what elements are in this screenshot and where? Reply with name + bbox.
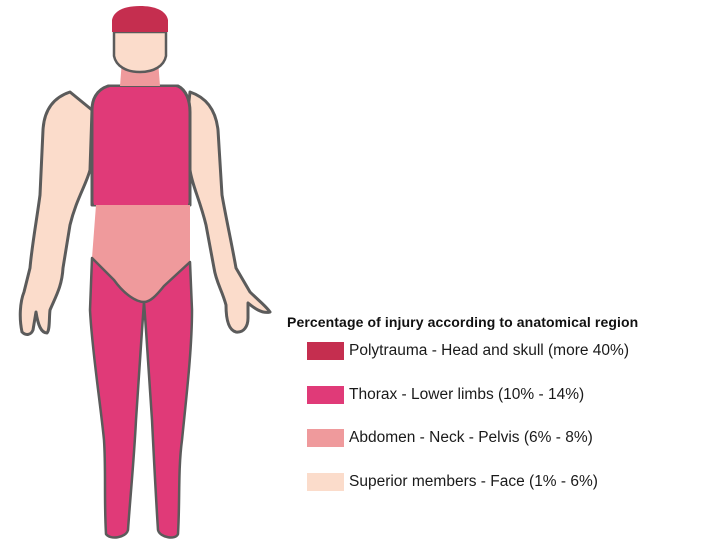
right-arm-region [188,92,270,332]
legend-item-polytrauma: Polytrauma - Head and skull (more 40%) [307,341,712,361]
legend-label: Abdomen - Neck - Pelvis (6% - 8%) [349,429,593,447]
thorax-region [94,87,188,205]
left-leg-region [90,258,144,537]
legend-label: Superior members - Face (1% - 6%) [349,473,598,491]
head-skull-region [112,6,168,32]
legend-swatch [307,342,344,360]
body-figure [0,0,300,544]
legend-items: Polytrauma - Head and skull (more 40%) T… [287,341,712,492]
legend-label: Polytrauma - Head and skull (more 40%) [349,342,629,360]
left-arm-region [20,92,92,334]
legend-item-superior-members: Superior members - Face (1% - 6%) [307,472,712,492]
legend-swatch [307,386,344,404]
legend-title: Percentage of injury according to anatom… [287,314,712,330]
legend-item-abdomen: Abdomen - Neck - Pelvis (6% - 8%) [307,428,712,448]
legend-label: Thorax - Lower limbs (10% - 14%) [349,386,584,404]
legend-swatch [307,429,344,447]
legend-item-thorax: Thorax - Lower limbs (10% - 14%) [307,385,712,405]
legend: Percentage of injury according to anatom… [287,314,712,515]
right-leg-region [144,262,192,537]
legend-swatch [307,473,344,491]
face-region [114,32,166,72]
